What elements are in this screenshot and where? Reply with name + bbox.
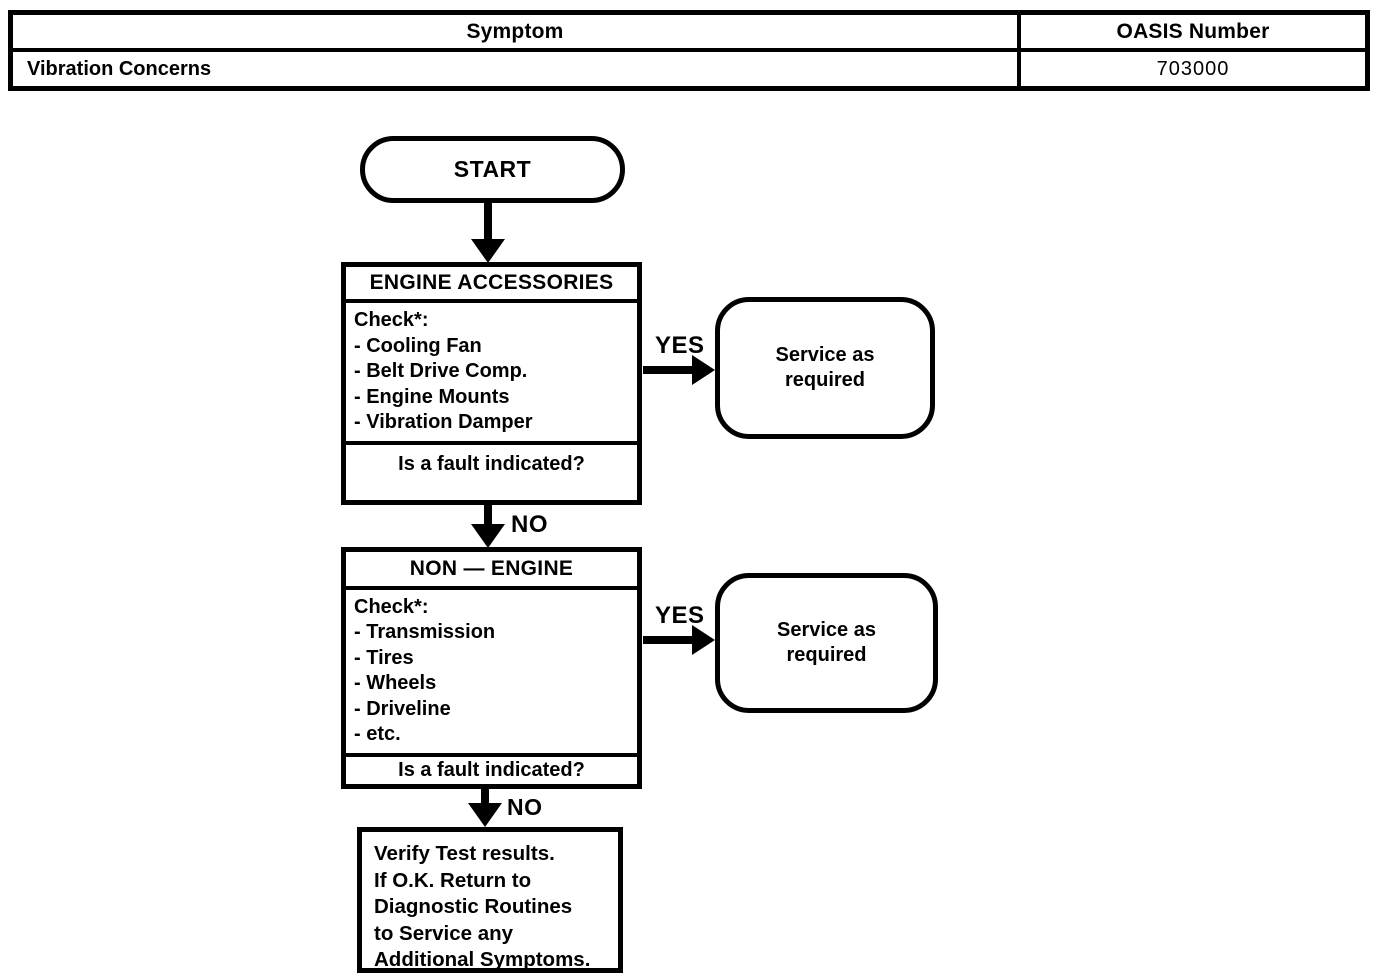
yes-label: YES — [655, 602, 705, 629]
check-item: - Driveline — [354, 697, 451, 720]
non-engine-box: NON — ENGINE Check*: - Transmission - Ti… — [341, 547, 642, 789]
symptom-table: Symptom OASIS Number Vibration Concerns … — [8, 10, 1370, 91]
check-item: - Cooling Fan — [354, 334, 482, 357]
check-item: - etc. — [354, 723, 401, 746]
symptom-table-row: Vibration Concerns 703000 — [13, 52, 1365, 86]
oasis-number-column-header: OASIS Number — [1116, 19, 1270, 43]
verify-results-box: Verify Test results. If O.K. Return to D… — [357, 827, 623, 973]
service-as-required-label: Service as required — [775, 344, 875, 391]
check-item: - Tires — [354, 646, 414, 669]
check-heading: Check*: — [354, 309, 429, 332]
check-item: - Wheels — [354, 672, 437, 695]
arrow-start-to-engine — [484, 200, 492, 242]
service-as-required-label: Service as required — [777, 619, 876, 666]
no-label: NO — [511, 511, 548, 538]
engine-accessories-title: ENGINE ACCESSORIES — [346, 267, 637, 304]
arrowhead-down-icon — [468, 803, 502, 827]
verify-line: Diagnostic Routines — [374, 895, 573, 918]
yes-label: YES — [655, 332, 705, 359]
service-as-required-node: Service as required — [715, 297, 935, 439]
symptom-table-header-row: Symptom OASIS Number — [13, 15, 1365, 52]
arrow-no-1 — [484, 503, 492, 527]
check-item: - Vibration Damper — [354, 411, 533, 434]
arrowhead-right-icon — [692, 625, 715, 655]
symptom-column-header: Symptom — [13, 15, 1021, 48]
verify-line: Verify Test results. — [374, 842, 555, 865]
start-node: START — [360, 136, 625, 203]
arrowhead-right-icon — [692, 355, 715, 385]
non-engine-title: NON — ENGINE — [346, 552, 637, 590]
symptom-value: Vibration Concerns — [13, 52, 1021, 86]
check-heading: Check*: — [354, 595, 429, 618]
check-item: - Engine Mounts — [354, 385, 510, 408]
verify-line: to Service any — [374, 921, 514, 945]
oasis-number-value: 703000 — [1156, 57, 1230, 80]
arrow-yes-1 — [643, 366, 697, 374]
no-label: NO — [507, 794, 543, 820]
arrowhead-down-icon — [471, 524, 505, 548]
fault-question: Is a fault indicated? — [346, 752, 637, 784]
arrow-no-2 — [481, 789, 489, 807]
arrowhead-down-icon — [471, 239, 505, 263]
arrow-yes-2 — [643, 636, 697, 644]
check-item: - Belt Drive Comp. — [354, 360, 528, 383]
fault-question: Is a fault indicated? — [346, 440, 637, 500]
non-engine-checklist: Check*: - Transmission - Tires - Wheels … — [346, 590, 637, 753]
verify-line: If O.K. Return to — [374, 868, 532, 892]
verify-line: Additional Symptoms. — [374, 948, 591, 971]
service-as-required-node: Service as required — [715, 573, 938, 713]
check-item: - Transmission — [354, 621, 496, 644]
engine-accessories-checklist: Check*: - Cooling Fan - Belt Drive Comp.… — [346, 303, 637, 441]
engine-accessories-box: ENGINE ACCESSORIES Check*: - Cooling Fan… — [341, 262, 642, 505]
